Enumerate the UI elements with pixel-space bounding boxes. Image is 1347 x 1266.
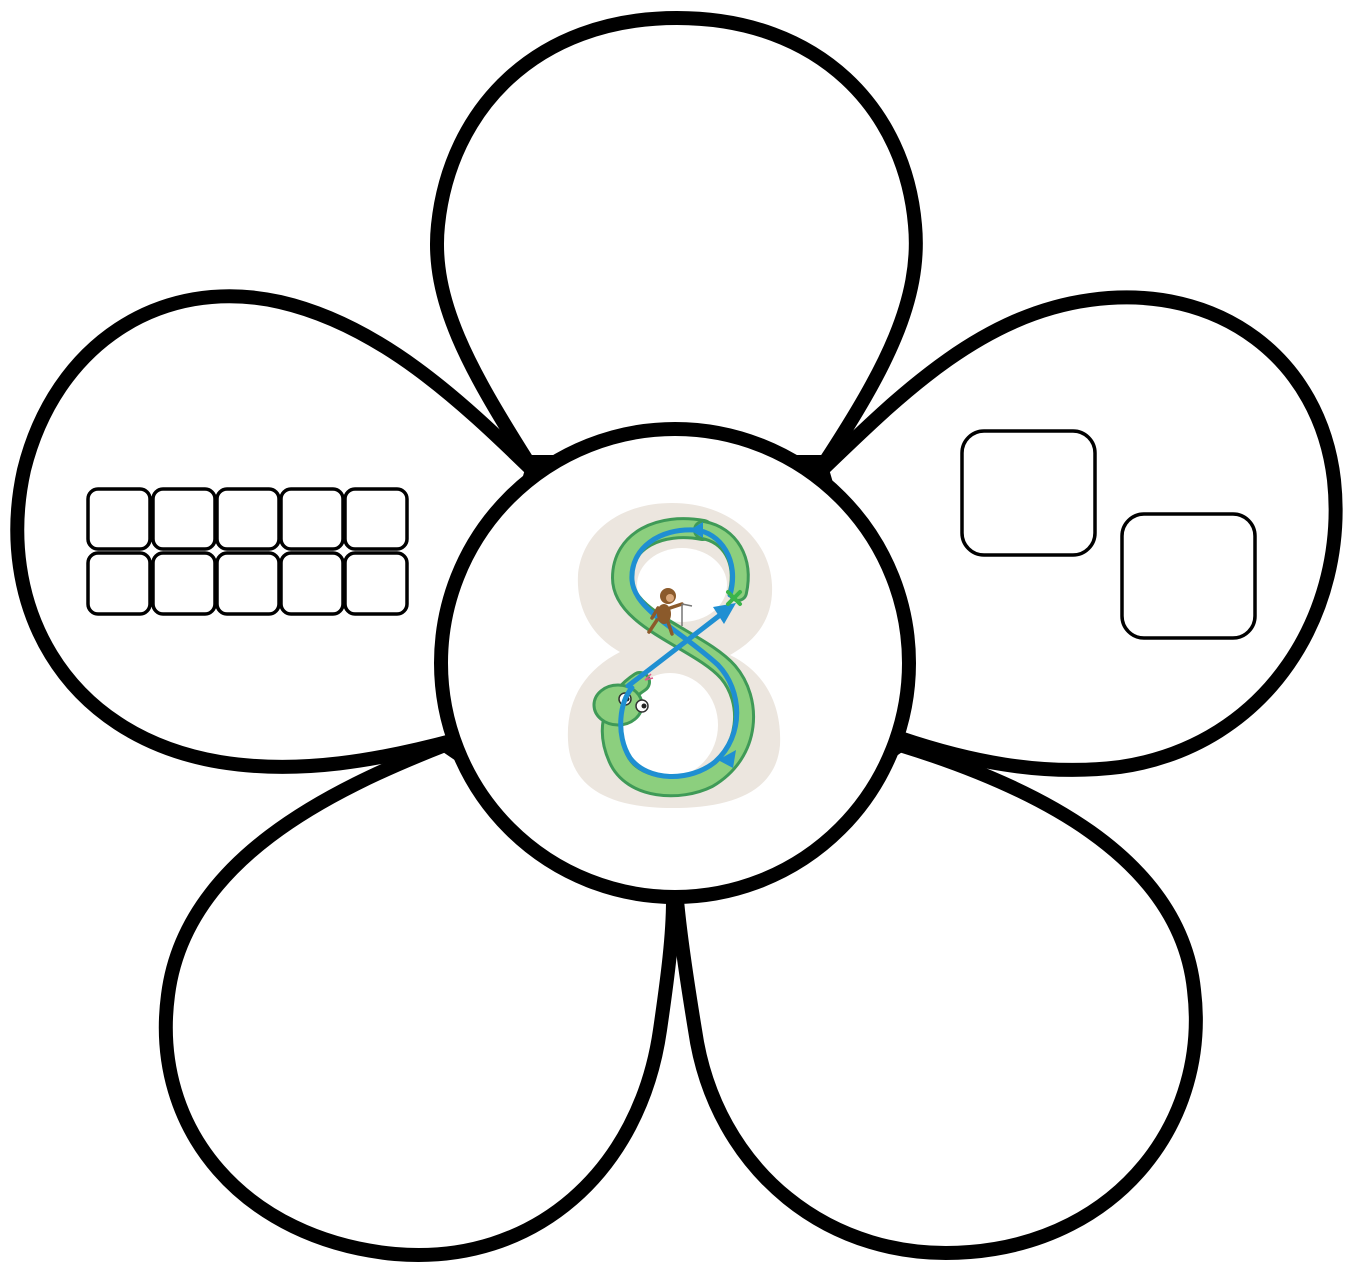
- ten-frame-cell[interactable]: [345, 489, 407, 549]
- answer-box-2[interactable]: [1122, 514, 1255, 638]
- petal-top[interactable]: [437, 18, 916, 462]
- ten-frame-cell[interactable]: [345, 553, 407, 614]
- ten-frame-cell[interactable]: [153, 553, 215, 614]
- ten-frame-cell[interactable]: [217, 553, 279, 614]
- ten-frame: [88, 489, 407, 614]
- ten-frame-cell[interactable]: [88, 553, 150, 614]
- answer-box-1[interactable]: [962, 431, 1095, 555]
- ten-frame-cell[interactable]: [88, 489, 150, 549]
- ten-frame-cell[interactable]: [217, 489, 279, 549]
- ten-frame-cell[interactable]: [153, 489, 215, 549]
- ten-frame-cell[interactable]: [281, 553, 343, 614]
- ten-frame-cell[interactable]: [281, 489, 343, 549]
